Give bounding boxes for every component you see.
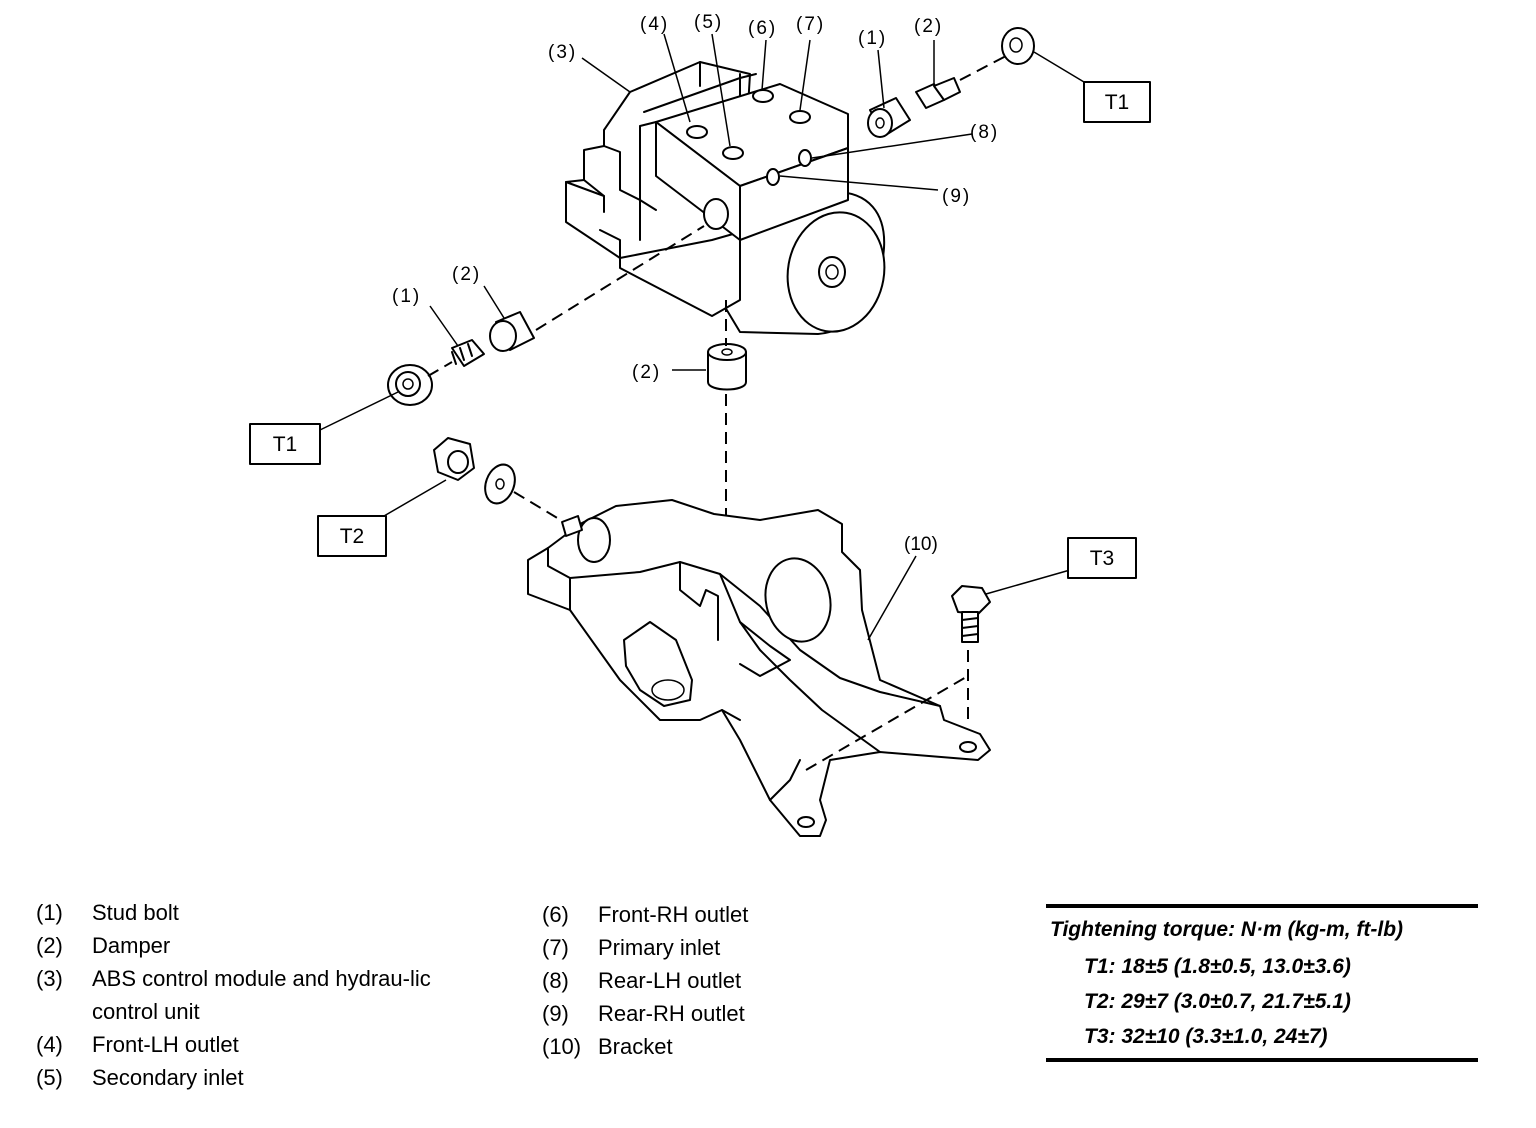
legend-num: (5) — [36, 1065, 63, 1090]
bracket — [527, 499, 991, 837]
callout-1-top: (1) — [858, 28, 887, 49]
legend-item: (3) ABS control module and hydrau-lic con… — [36, 962, 496, 1028]
damper-bottom — [707, 343, 747, 391]
washer — [484, 463, 516, 505]
legend-text: Bracket — [598, 1034, 673, 1059]
legend-text: Damper — [92, 933, 171, 958]
torque-box-t1-top-label: T1 — [1105, 91, 1130, 114]
stud-bolt-left — [451, 339, 485, 367]
damper-left — [489, 311, 535, 352]
legend-item: (9) Rear-RH outlet — [542, 997, 862, 1030]
callout-9: (9) — [942, 186, 971, 207]
callout-5: (5) — [694, 12, 723, 33]
legend-num: (8) — [542, 968, 569, 993]
torque-box-t1-left: T1 — [249, 423, 321, 465]
legend-num: (1) — [36, 900, 63, 925]
legend-num: (4) — [36, 1032, 63, 1057]
callout-2-left: (2) — [452, 264, 481, 285]
callout-2-mid: (2) — [632, 362, 661, 383]
legend-item: (6) Front-RH outlet — [542, 898, 862, 931]
stud-bolt-top — [915, 77, 961, 109]
legend-item: (5) Secondary inlet — [36, 1061, 496, 1094]
callout-2-top: (2) — [914, 16, 943, 37]
legend-text: ABS control module and hydrau-lic contro… — [92, 966, 431, 1024]
callout-10: (10) — [904, 534, 938, 555]
parts-legend-right: (6) Front-RH outlet (7) Primary inlet (8) R… — [542, 898, 862, 1063]
callout-8: (8) — [970, 122, 999, 143]
parts-legend-left: (1) Stud bolt (2) Damper (3) ABS control mo… — [36, 896, 496, 1094]
torque-row-t1: T1: 18±5 (1.8±0.5, 13.0±3.6) — [1084, 955, 1351, 978]
torque-specification: Tightening torque: N·m (kg-m, ft-lb) T1:… — [1046, 904, 1478, 1062]
legend-num: (6) — [542, 902, 569, 927]
torque-box-t1-left-label: T1 — [273, 433, 298, 456]
damper-top — [867, 97, 911, 138]
flange-nut-t2 — [433, 437, 475, 481]
torque-box-t3-label: T3 — [1090, 547, 1115, 570]
torque-heading: Tightening torque: N·m (kg-m, ft-lb) — [1050, 918, 1404, 941]
legend-num: (10) — [542, 1034, 582, 1059]
legend-text: Secondary inlet — [92, 1065, 244, 1090]
legend-item: (1) Stud bolt — [36, 896, 496, 929]
callout-3: (3) — [548, 42, 577, 63]
callout-6: (6) — [748, 18, 777, 39]
callout-7: (7) — [796, 14, 825, 35]
legend-item: (4) Front-LH outlet — [36, 1028, 496, 1061]
callout-4: (4) — [640, 14, 669, 35]
legend-text: Rear-RH outlet — [598, 1001, 745, 1026]
legend-item: (7) Primary inlet — [542, 931, 862, 964]
legend-item: (10) Bracket — [542, 1030, 862, 1063]
torque-box-t2: T2 — [317, 515, 387, 557]
torque-row-t2: T2: 29±7 (3.0±0.7, 21.7±5.1) — [1084, 990, 1351, 1013]
torque-box-t1-top: T1 — [1083, 81, 1151, 123]
torque-box-t2-label: T2 — [340, 525, 365, 548]
flange-nut-top — [1001, 27, 1035, 65]
legend-num: (9) — [542, 1001, 569, 1026]
legend-text: Rear-LH outlet — [598, 968, 742, 993]
legend-num: (2) — [36, 933, 63, 958]
legend-num: (7) — [542, 935, 569, 960]
torque-box-t3: T3 — [1067, 537, 1137, 579]
callout-1-left: (1) — [392, 286, 421, 307]
hydraulic-control-unit — [565, 61, 886, 335]
legend-text: Stud bolt — [92, 900, 179, 925]
legend-num: (3) — [36, 966, 63, 991]
legend-text: Front-RH outlet — [598, 902, 749, 927]
legend-text: Primary inlet — [598, 935, 721, 960]
flange-bolt-t3 — [951, 585, 991, 643]
legend-item: (2) Damper — [36, 929, 496, 962]
flange-nut-left — [387, 364, 433, 406]
torque-row-t3: T3: 32±10 (3.3±1.0, 24±7) — [1084, 1025, 1328, 1048]
legend-text: Front-LH outlet — [92, 1032, 239, 1057]
legend-item: (8) Rear-LH outlet — [542, 964, 862, 997]
